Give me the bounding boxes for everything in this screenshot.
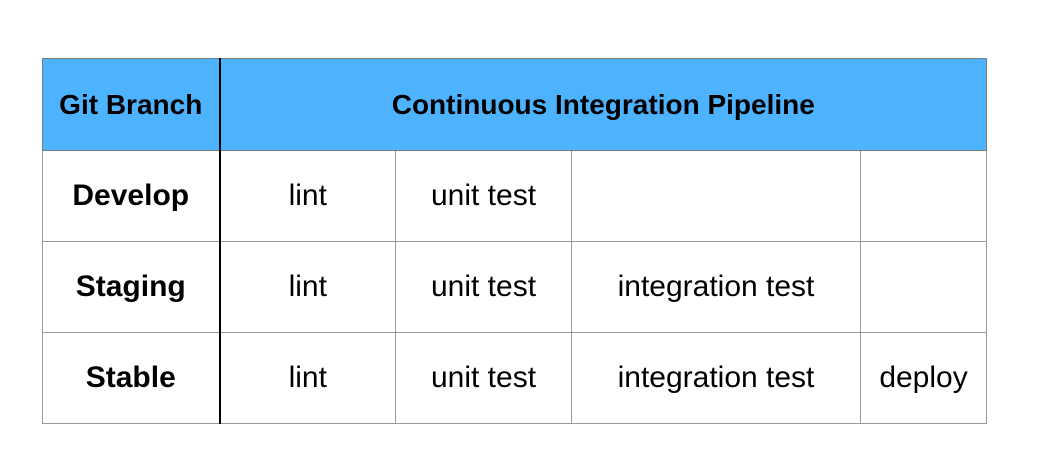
table-row-staging: Staging lint unit test integration test [42, 241, 988, 333]
stage-cell-integration-test [571, 150, 861, 242]
stage-cell-deploy [859, 241, 988, 333]
stage-cell-unit-test: unit test [395, 150, 572, 242]
pipeline-header: Continuous Integration Pipeline [218, 58, 988, 151]
table-body: Develop lint unit test Staging lint unit… [42, 150, 988, 424]
branch-name-stable: Stable [42, 332, 221, 424]
stage-cell-integration-test: integration test [571, 332, 861, 424]
header-row: Git Branch Continuous Integration Pipeli… [42, 58, 988, 151]
table-header: Git Branch Continuous Integration Pipeli… [42, 58, 988, 151]
branch-name-staging: Staging [42, 241, 221, 333]
stage-cell-deploy: deploy [859, 332, 988, 424]
git-branch-header: Git Branch [42, 58, 221, 151]
stage-cell-unit-test: unit test [395, 332, 572, 424]
stage-cell-unit-test: unit test [395, 241, 572, 333]
ci-pipeline-table: Git Branch Continuous Integration Pipeli… [42, 58, 988, 424]
branch-name-develop: Develop [42, 150, 221, 242]
stage-cell-lint: lint [219, 241, 396, 333]
stage-cell-lint: lint [219, 150, 396, 242]
stage-cell-lint: lint [219, 332, 396, 424]
table-row-stable: Stable lint unit test integration test d… [42, 332, 988, 424]
stage-cell-integration-test: integration test [571, 241, 861, 333]
stage-cell-deploy [859, 150, 988, 242]
table-row-develop: Develop lint unit test [42, 150, 988, 242]
